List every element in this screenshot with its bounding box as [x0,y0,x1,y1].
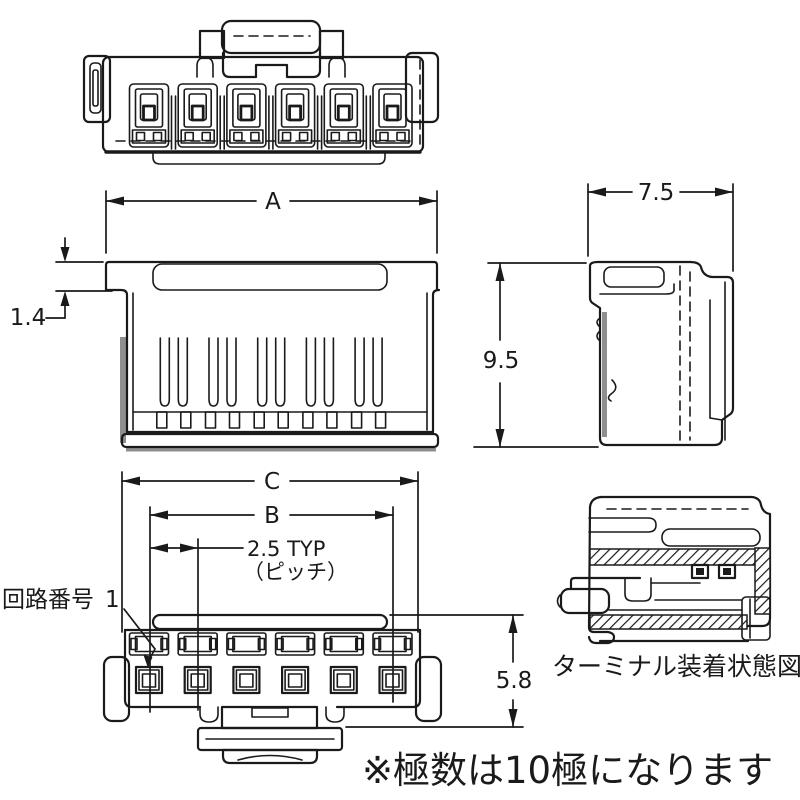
slot-pair-1 [156,337,192,429]
dimension-side-width: 7.5 [587,180,734,272]
dim-b-label: B [264,503,280,529]
terminal-hole-5 [329,665,358,695]
slot-pair-5 [350,337,387,429]
bottom-view-left-ear [102,655,131,723]
section-contact-2 [717,563,737,580]
cavity-3 [225,82,268,149]
dim-pitch-sublabel: （ピッチ） [243,560,348,584]
bottom-view [102,613,443,765]
dimension-a: A [105,189,438,254]
slot-pair-3 [253,337,290,429]
cavity-dividers [170,95,372,150]
front-view [104,260,441,452]
slot-pair-4 [302,337,338,429]
dim-pitch-label: 2.5 TYP [247,537,325,561]
front-view-recess [152,263,388,291]
cavity-5 [322,82,365,149]
section-housing-left [587,495,616,645]
dimension-c: C [121,469,419,633]
circuit-number-value: 1 [105,587,120,613]
pole-count-note: ※極数は10極になります [362,749,773,792]
dim-c-label: C [264,469,280,495]
cavity-6 [371,82,414,149]
bottom-view-mating-strip [151,613,389,631]
top-view [82,19,440,165]
dim-side-width-label: 7.5 [638,180,675,206]
dimension-b: B [149,503,394,713]
cavity-2 [176,82,219,149]
bottom-view-latch-tab [221,748,319,765]
terminal-hole-3 [232,665,261,695]
slot-pair-2 [204,337,241,429]
cavity-1 [128,82,170,149]
bottom-view-right-ear [414,655,443,723]
section-contact-1 [690,563,710,580]
terminal-section-view: ターミナル装着状態図 [552,495,800,681]
section-housing-right [599,495,772,628]
dim-bottom-height-label: 5.8 [496,668,533,694]
top-view-left-cap [82,54,112,124]
dim-a-label: A [265,189,281,215]
front-view-flange [104,260,439,292]
side-view-outline [588,260,735,447]
section-wire-barrel [559,587,611,615]
dim-height-label: 9.5 [483,348,520,374]
terminal-hole-1 [134,665,164,695]
dim-flange-label: 1.4 [10,305,47,331]
terminal-hole-4 [281,665,310,695]
dimension-flange: 1.4 [10,237,113,331]
dimension-height: 9.5 [473,262,599,448]
cavity-4 [274,82,317,149]
section-hatch-bottom [589,614,748,630]
terminal-section-caption: ターミナル装着状態図 [552,652,800,681]
front-view-base [120,432,440,449]
section-hatch-top [589,548,769,566]
dimension-bottom-height: 5.8 [345,614,533,728]
top-view-latch [196,19,346,79]
side-view [588,260,735,447]
top-view-tongue [152,151,386,165]
circuit-number-label: 回路番号 [2,587,94,613]
circuit-number-callout: 回路番号 1 [2,587,157,668]
dimension-pitch: 2.5 TYP （ピッチ） [149,537,348,711]
